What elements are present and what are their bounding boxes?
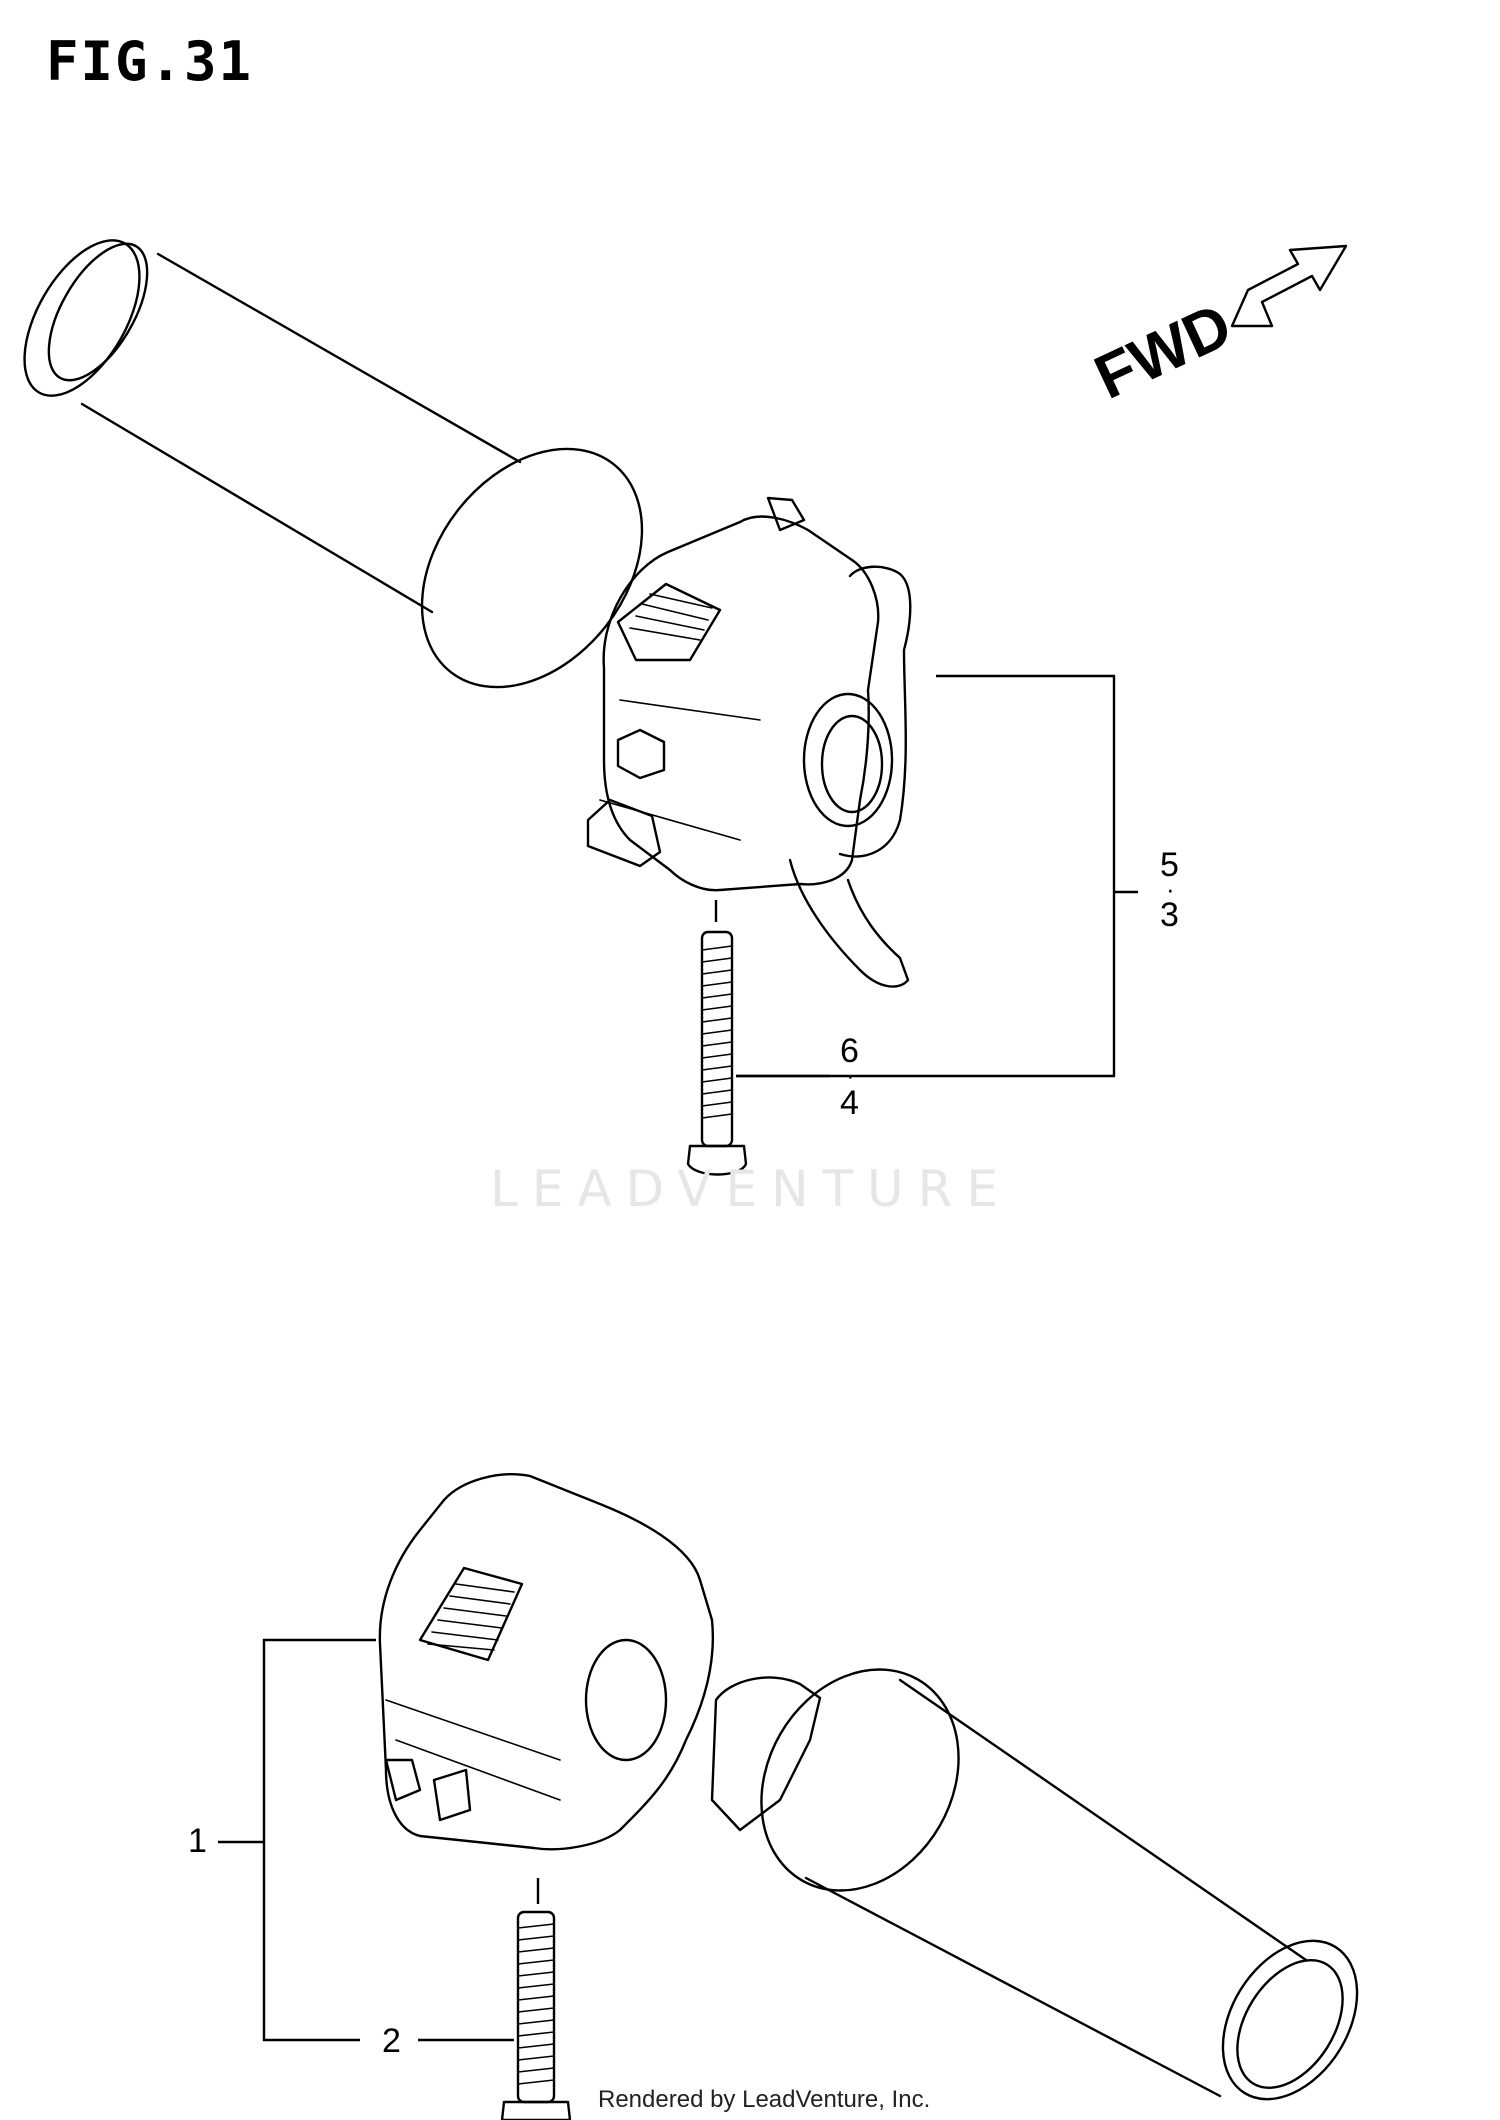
callout-1: 1 [188, 1822, 207, 1860]
lower-throttle-grip [710, 1668, 1359, 2101]
callout-5: 5 [1160, 846, 1179, 884]
callout-separator: · [1166, 874, 1175, 904]
figure-title: FIG.31 [46, 30, 254, 93]
callout-2: 2 [382, 2022, 401, 2060]
fwd-label: FWD [1085, 290, 1242, 412]
watermark: LEADVENTURE [490, 1160, 1012, 1218]
callout-3: 3 [1160, 896, 1179, 934]
upper-screw [686, 900, 748, 1176]
upper-leader-lines [736, 674, 1138, 1078]
callout-4: 4 [840, 1084, 859, 1122]
lower-handle-switch [378, 1473, 715, 1851]
lower-leader-lines [218, 1638, 514, 2042]
fwd-arrow-icon [1230, 244, 1348, 328]
callout-6: 6 [840, 1032, 859, 1070]
upper-handle-switch [586, 496, 912, 988]
callout-separator: · [846, 1060, 855, 1090]
lower-screw [500, 1878, 572, 2120]
upper-handle-grip [23, 239, 644, 689]
footer-credit: Rendered by LeadVenture, Inc. [598, 2086, 931, 2113]
